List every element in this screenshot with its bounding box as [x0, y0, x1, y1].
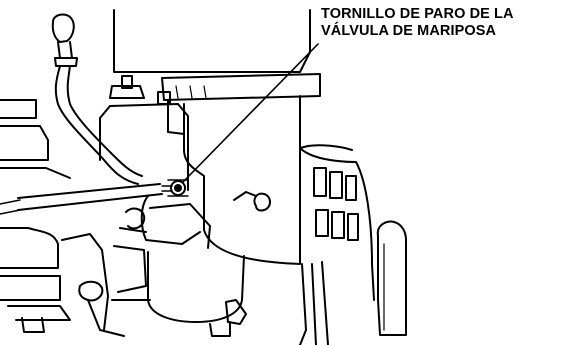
label-line-2: VÁLVULA DE MARIPOSA: [321, 23, 497, 39]
throttle-linkage: [0, 65, 163, 215]
handle-right: [376, 220, 407, 336]
leader-line: [182, 43, 319, 183]
air-cleaner-housing: [113, 9, 321, 265]
label-line-1: TORNILLO DE PARO DE LA: [321, 6, 514, 22]
intake-panel-right: [299, 144, 375, 345]
throttle-stop-screw: [161, 179, 189, 197]
carburetor-body: [99, 75, 211, 301]
fuel-bowl: [147, 251, 247, 337]
engine-block-left: [0, 99, 125, 337]
throttle-stop-screw-label: TORNILLO DE PARO DE LA VÁLVULA DE MARIPO…: [321, 6, 561, 40]
control-knob: [51, 13, 78, 67]
